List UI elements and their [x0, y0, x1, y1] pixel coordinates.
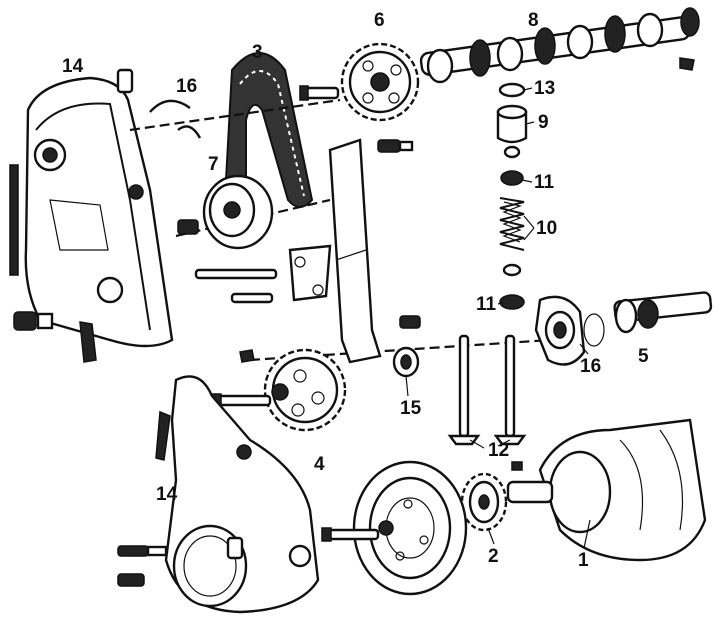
leader-2 [487, 527, 495, 545]
intermediate-shaft [613, 291, 713, 334]
leader-10 [523, 215, 535, 241]
valve-shim [498, 82, 526, 98]
plate-bolt [399, 315, 421, 329]
camshaft-key [679, 57, 695, 71]
callout-10: 10 [536, 218, 557, 239]
rear-timing-plate [328, 138, 382, 364]
callout-14-upper: 14 [62, 56, 84, 77]
callout-2: 2 [488, 546, 499, 567]
valve-tappet [496, 104, 528, 144]
pulley-bolt [321, 527, 380, 542]
tensioner-bolt [177, 219, 199, 235]
valve-spring-retainer-upper [500, 145, 524, 186]
cover-clip [155, 410, 171, 461]
leader-12 [469, 439, 511, 449]
crankshaft-pulley [352, 460, 468, 596]
callout-3: 3 [252, 42, 263, 63]
callout-4: 4 [314, 454, 325, 475]
upper-timing-cover [9, 76, 174, 348]
valve-spring-seat-lower [499, 263, 525, 310]
cover-bolts-lower [117, 545, 168, 587]
callout-12: 12 [488, 440, 509, 461]
belt-tensioner-pulley [202, 174, 274, 250]
lower-timing-cover [164, 375, 320, 614]
valves [447, 334, 527, 446]
callout-11-lower: 11 [476, 294, 497, 315]
crankshaft-key [511, 461, 523, 471]
callout-6: 6 [374, 10, 385, 31]
callout-16-upper: 16 [176, 76, 197, 97]
valve-springs [499, 197, 525, 251]
callout-13: 13 [534, 78, 555, 99]
callout-5: 5 [638, 346, 649, 367]
assembly-axis-upper [129, 98, 341, 132]
bolt-cover-screw [128, 184, 144, 200]
thrust-washers-upper [116, 68, 202, 139]
intermediate-shaft-flange [534, 295, 605, 366]
sprocket-bolt-upper [299, 85, 340, 101]
intermediate-shaft-sprocket [263, 348, 347, 432]
camshaft [419, 7, 700, 84]
leader-11-upper [521, 179, 533, 183]
callout-7: 7 [208, 154, 219, 175]
camshaft-sprocket [340, 42, 420, 122]
stud-pair [194, 268, 278, 304]
leader-13 [523, 87, 533, 91]
leader-1 [583, 519, 591, 549]
leader-11-lower [497, 301, 505, 305]
leader-9 [525, 121, 535, 125]
leader-15 [405, 375, 409, 397]
crankshaft-sprocket [460, 472, 508, 532]
oil-seal [392, 346, 420, 378]
leader-16-lower [579, 343, 589, 355]
small-bolt-upper [377, 139, 414, 153]
callout-1: 1 [578, 550, 589, 571]
assembly-axis-lower [249, 336, 581, 362]
woodruff-key [239, 349, 255, 363]
cover-bolt-left [13, 311, 54, 331]
cover-gasket-strip [79, 321, 97, 363]
callout-8: 8 [528, 10, 539, 31]
bracket-link [288, 244, 332, 302]
callout-9: 9 [538, 112, 549, 133]
crankshaft [506, 418, 707, 562]
callout-11-upper: 11 [534, 172, 555, 193]
callout-14-lower: 14 [156, 484, 178, 505]
callout-16-lower: 16 [580, 356, 601, 377]
callout-15: 15 [400, 398, 422, 419]
